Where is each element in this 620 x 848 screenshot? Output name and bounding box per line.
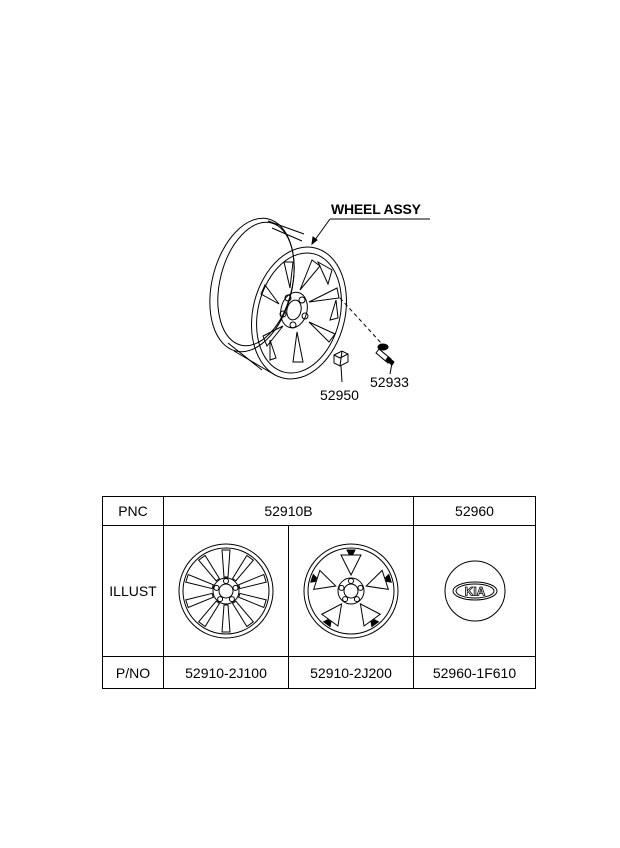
pno-row: P/NO 52910-2J100 52910-2J200 52960-1F610 <box>102 656 536 689</box>
illust-row: ILLUST <box>102 525 536 657</box>
pno-value-cap: 52960-1F610 <box>413 656 536 689</box>
callout-lug-nut: 52950 <box>320 387 359 403</box>
pnc-value-cap: 52960 <box>413 496 536 526</box>
illust-center-cap: KIA <box>413 525 536 657</box>
wheel-style-2-illustration <box>303 543 399 639</box>
pnc-row: PNC 52910B 52960 <box>102 496 536 526</box>
illust-wheel-2 <box>288 525 414 657</box>
wheel-face <box>251 246 347 380</box>
tire-valve <box>375 343 395 375</box>
title-leader-arrow <box>311 236 318 246</box>
pnc-header: PNC <box>102 496 164 526</box>
wheel-assy-label: WHEEL ASSY <box>331 201 421 217</box>
pno-value-wheel-1: 52910-2J100 <box>163 656 289 689</box>
lug-nut <box>333 350 349 383</box>
center-cap-illustration: KIA <box>444 560 505 622</box>
parts-table: PNC 52910B 52960 ILLUST <box>102 496 536 689</box>
valve-leader-line <box>339 297 383 345</box>
wheel-barrel <box>209 217 305 376</box>
callout-tire-valve: 52933 <box>370 374 409 390</box>
wheel-style-1-illustration <box>178 543 274 639</box>
illust-wheel-1 <box>163 525 289 657</box>
pno-value-wheel-2: 52910-2J200 <box>288 656 414 689</box>
pnc-value-wheel: 52910B <box>163 496 414 526</box>
illust-header: ILLUST <box>102 525 164 657</box>
pno-header: P/NO <box>102 656 164 689</box>
kia-logo-text: KIA <box>464 585 485 599</box>
